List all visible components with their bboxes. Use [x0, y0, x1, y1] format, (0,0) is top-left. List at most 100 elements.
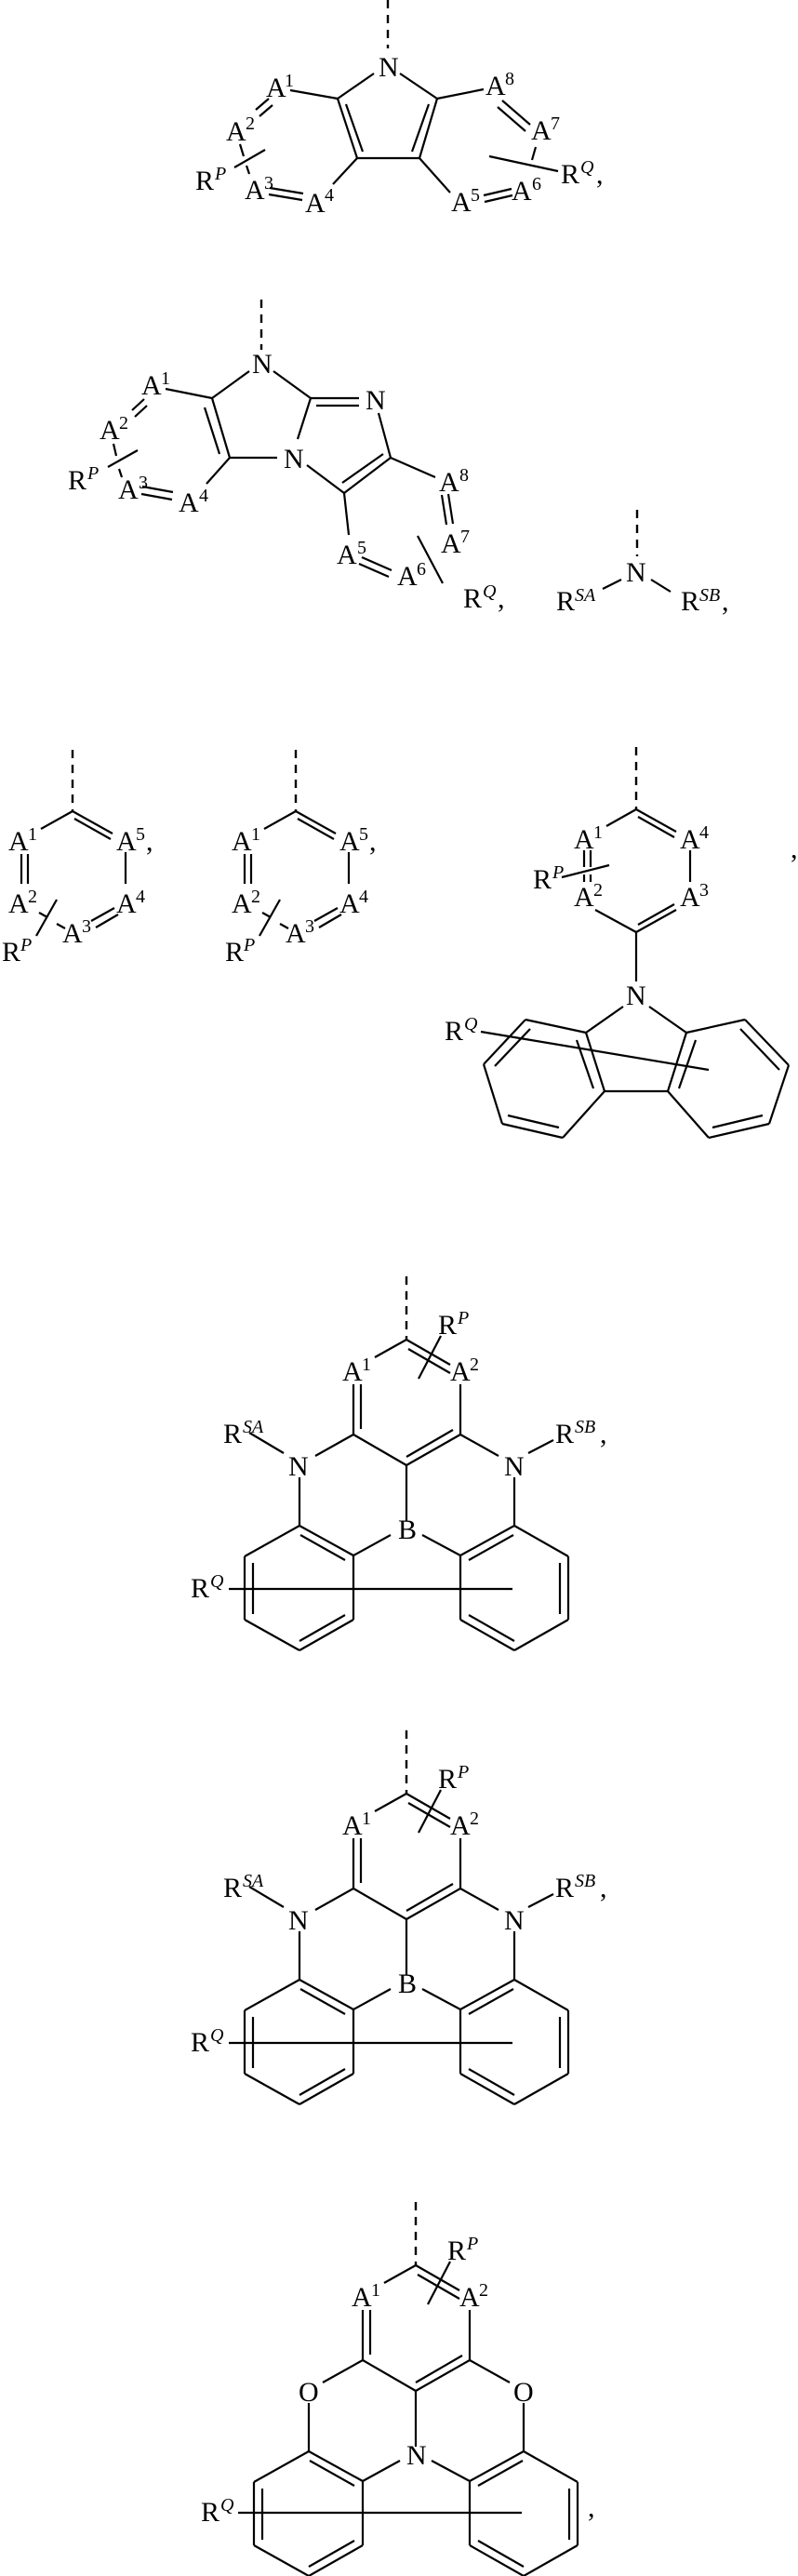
- atom-a1-index: 1: [28, 824, 37, 845]
- atom-n2: N: [504, 1905, 525, 1936]
- atom-a2: A: [226, 116, 246, 147]
- atom-a3-index: 3: [305, 916, 314, 937]
- atom-n1: N: [288, 1451, 309, 1482]
- separator-comma: ,: [369, 826, 377, 857]
- atom-a3-index: 3: [139, 473, 148, 493]
- atom-a5: A: [339, 826, 360, 857]
- atom-a1: A: [574, 824, 594, 855]
- atom-a3: A: [286, 918, 306, 949]
- substituent-rsa: R: [556, 586, 575, 617]
- atom-n: N: [406, 2440, 427, 2471]
- atom-o1: O: [299, 2377, 319, 2408]
- substituent-rp: R: [195, 166, 214, 196]
- atom-a1: A: [8, 826, 29, 857]
- atom-a3: A: [680, 882, 700, 913]
- atom-a4-index: 4: [136, 887, 145, 907]
- atom-a1: A: [141, 370, 162, 401]
- substituent-rsa-index: SA: [243, 1871, 264, 1891]
- atom-a2-index: 2: [251, 887, 260, 907]
- atom-a6-index: 6: [417, 559, 426, 580]
- substituent-rp: R: [438, 1310, 457, 1341]
- substituent-rq: R: [201, 2497, 219, 2528]
- atom-a8: A: [439, 467, 459, 498]
- atom-a4-index: 4: [359, 887, 368, 907]
- atom-a7-index: 7: [551, 113, 560, 134]
- atom-a4-index: 4: [325, 185, 334, 206]
- atom-a4: A: [305, 188, 326, 219]
- atom-a7: A: [441, 528, 461, 559]
- atom-a2: A: [450, 1810, 471, 1841]
- substituent-rsb-index: SB: [575, 1871, 595, 1891]
- atom-a3: A: [62, 918, 83, 949]
- atom-a2: A: [8, 888, 29, 919]
- atom-a3-index: 3: [82, 916, 91, 937]
- atom-a2-index: 2: [246, 113, 255, 134]
- substituent-rq: R: [445, 1016, 463, 1047]
- atom-n: N: [626, 981, 646, 1011]
- separator-comma: ,: [600, 1419, 607, 1449]
- substituent-rsa-index: SA: [575, 585, 596, 606]
- atom-a5-index: 5: [357, 538, 366, 558]
- atom-a1: A: [352, 2282, 372, 2313]
- substituent-rp-index: P: [214, 164, 226, 184]
- substituent-rp-index: P: [243, 935, 255, 955]
- separator-comma: ,: [588, 2492, 595, 2523]
- atom-a1: A: [342, 1356, 363, 1387]
- atom-a8: A: [485, 71, 506, 101]
- substituent-rsb: R: [681, 586, 699, 617]
- atom-a1-index: 1: [362, 1809, 371, 1829]
- substituent-rp: R: [68, 465, 86, 496]
- atom-a4: A: [179, 487, 199, 518]
- substituent-rp: R: [225, 937, 244, 968]
- substituent-rsb: R: [555, 1419, 574, 1449]
- substituent-rq-index: Q: [483, 581, 497, 602]
- atom-a8-index: 8: [459, 465, 469, 486]
- substituent-rp-index: P: [552, 862, 564, 883]
- atom-a4: A: [680, 824, 700, 855]
- substituent-rp-index: P: [457, 1762, 469, 1782]
- atom-a7-index: 7: [460, 527, 470, 547]
- substituent-rq: R: [561, 159, 579, 190]
- substituent-rsa: R: [223, 1873, 242, 1903]
- atom-a2: A: [574, 882, 594, 913]
- atom-a2-index: 2: [479, 2280, 488, 2301]
- substituent-rq: R: [191, 1573, 209, 1604]
- atom-a7: A: [531, 115, 552, 146]
- substituent-rq: R: [463, 583, 482, 614]
- atom-n2: N: [366, 385, 386, 416]
- atom-a1: A: [232, 826, 252, 857]
- substituent-rq-index: Q: [210, 1571, 224, 1592]
- atom-a2: A: [459, 2282, 480, 2313]
- atom-n: N: [626, 557, 646, 588]
- separator-comma: ,: [498, 583, 505, 614]
- atom-a2: A: [100, 415, 120, 446]
- substituent-rsa: R: [223, 1419, 242, 1449]
- atom-a1-index: 1: [362, 1355, 371, 1375]
- atom-a4-index: 4: [699, 822, 709, 843]
- atom-a3-index: 3: [699, 880, 709, 901]
- atom-a1-index: 1: [161, 368, 170, 389]
- atom-n2: N: [504, 1451, 525, 1482]
- atom-n1: N: [252, 349, 273, 380]
- substituent-rp: R: [438, 1764, 457, 1795]
- atom-a1: A: [342, 1810, 363, 1841]
- atom-a5-index: 5: [136, 824, 145, 845]
- substituent-rp: R: [533, 864, 552, 895]
- atom-a6-index: 6: [532, 174, 541, 194]
- substituent-rsa-index: SA: [243, 1417, 264, 1437]
- atom-a2-index: 2: [28, 887, 37, 907]
- atom-a1-index: 1: [285, 71, 294, 91]
- substituent-rq-index: Q: [220, 2495, 234, 2516]
- atom-a3: A: [118, 474, 139, 505]
- substituent-rsb-index: SB: [699, 585, 720, 606]
- atom-a2: A: [450, 1356, 471, 1387]
- separator-comma: ,: [722, 586, 729, 617]
- atom-a5-index: 5: [471, 185, 480, 206]
